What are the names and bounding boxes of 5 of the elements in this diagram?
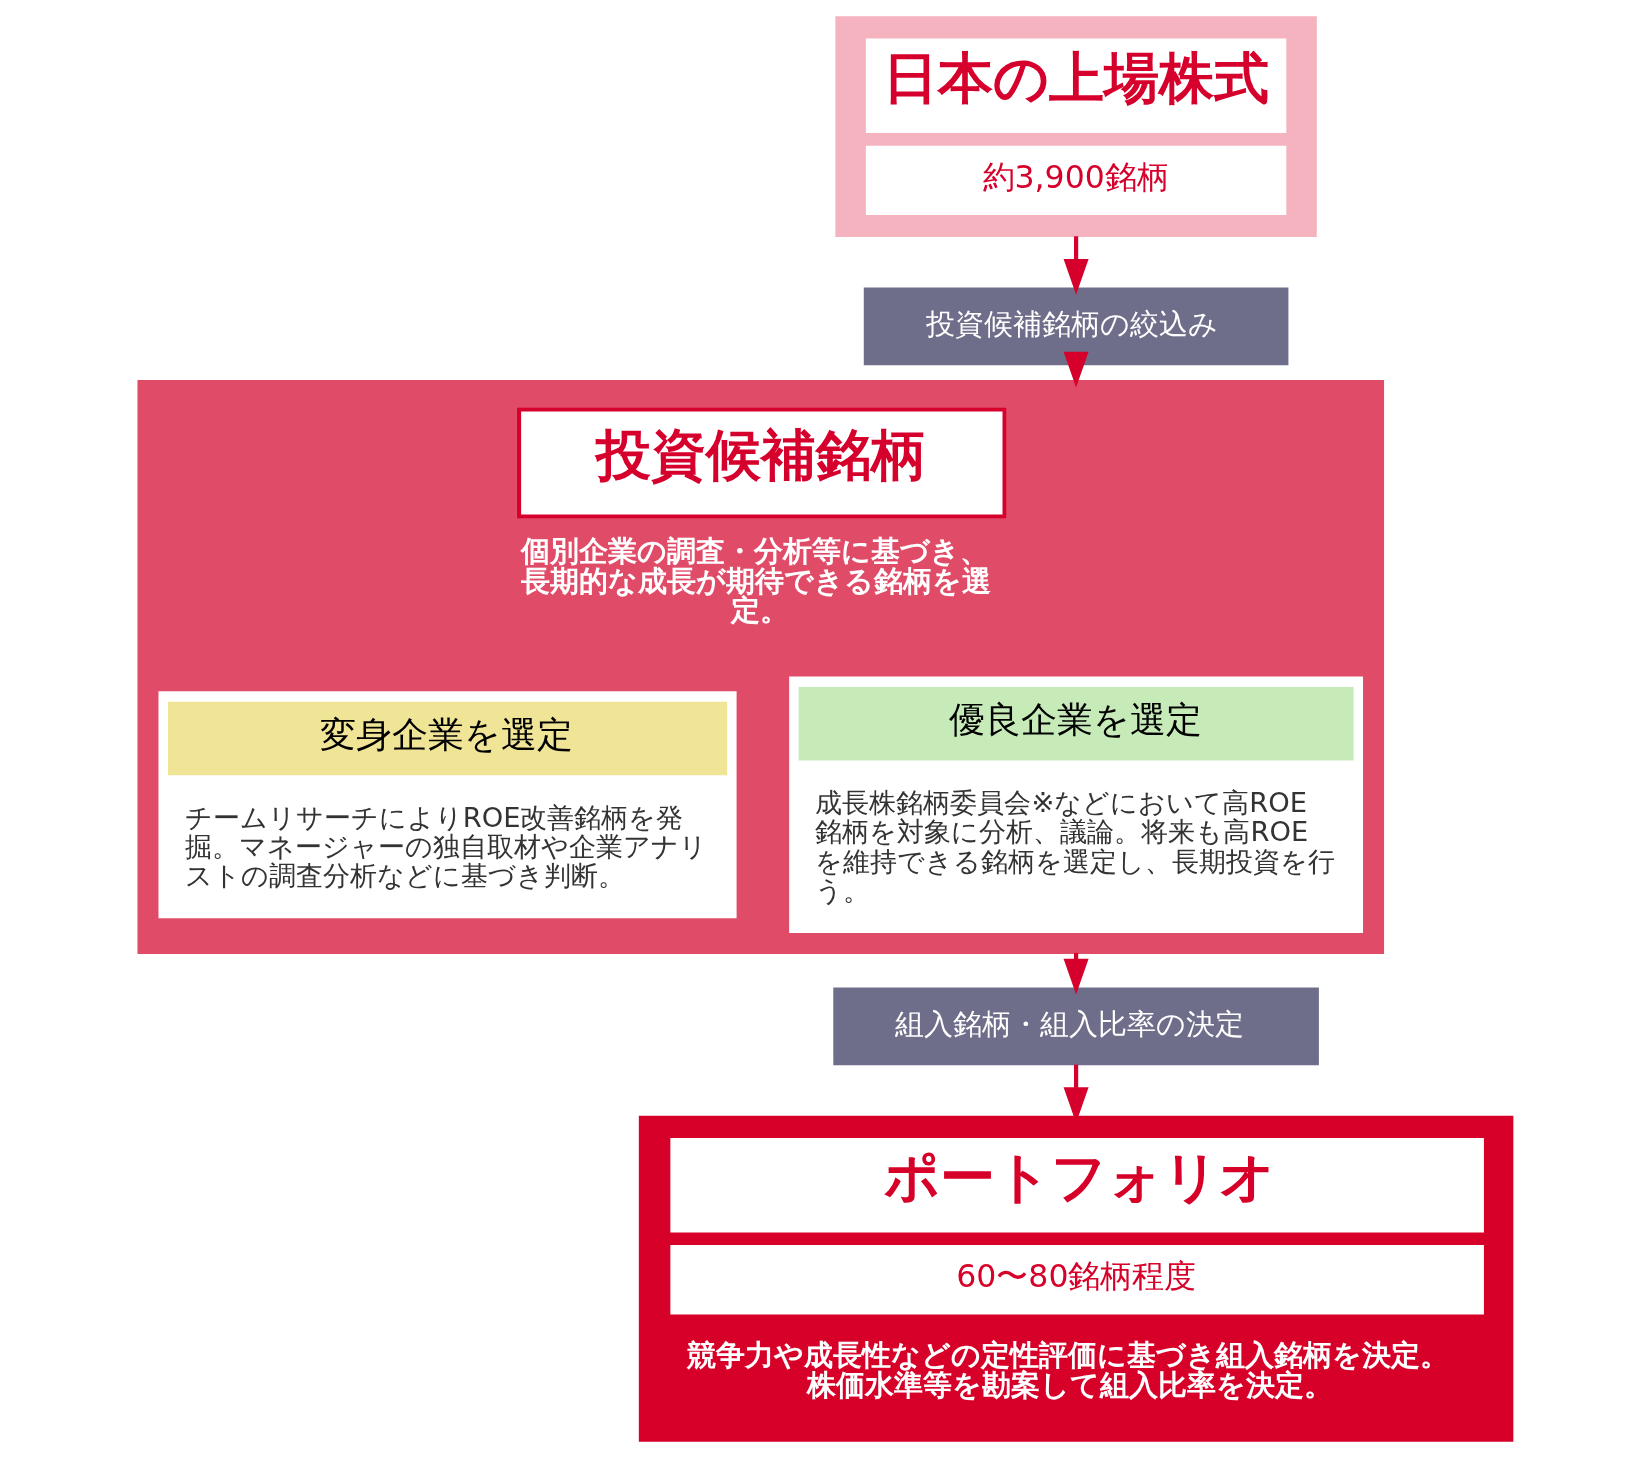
node-box: ポートフォリオ 60〜80銘柄程度 競争力や成長性などの定性評価に基づき組入銘柄を決定。株価水準等を勘案して組入比率を決定。 <box>638 1115 1514 1442</box>
arrow <box>1063 351 1089 387</box>
node-box: 日本の上場株式 約3,900銘柄 <box>835 15 1317 237</box>
node-box: 組入銘柄・組入比率の決定 <box>833 987 1319 1065</box>
arrow <box>1063 235 1089 295</box>
